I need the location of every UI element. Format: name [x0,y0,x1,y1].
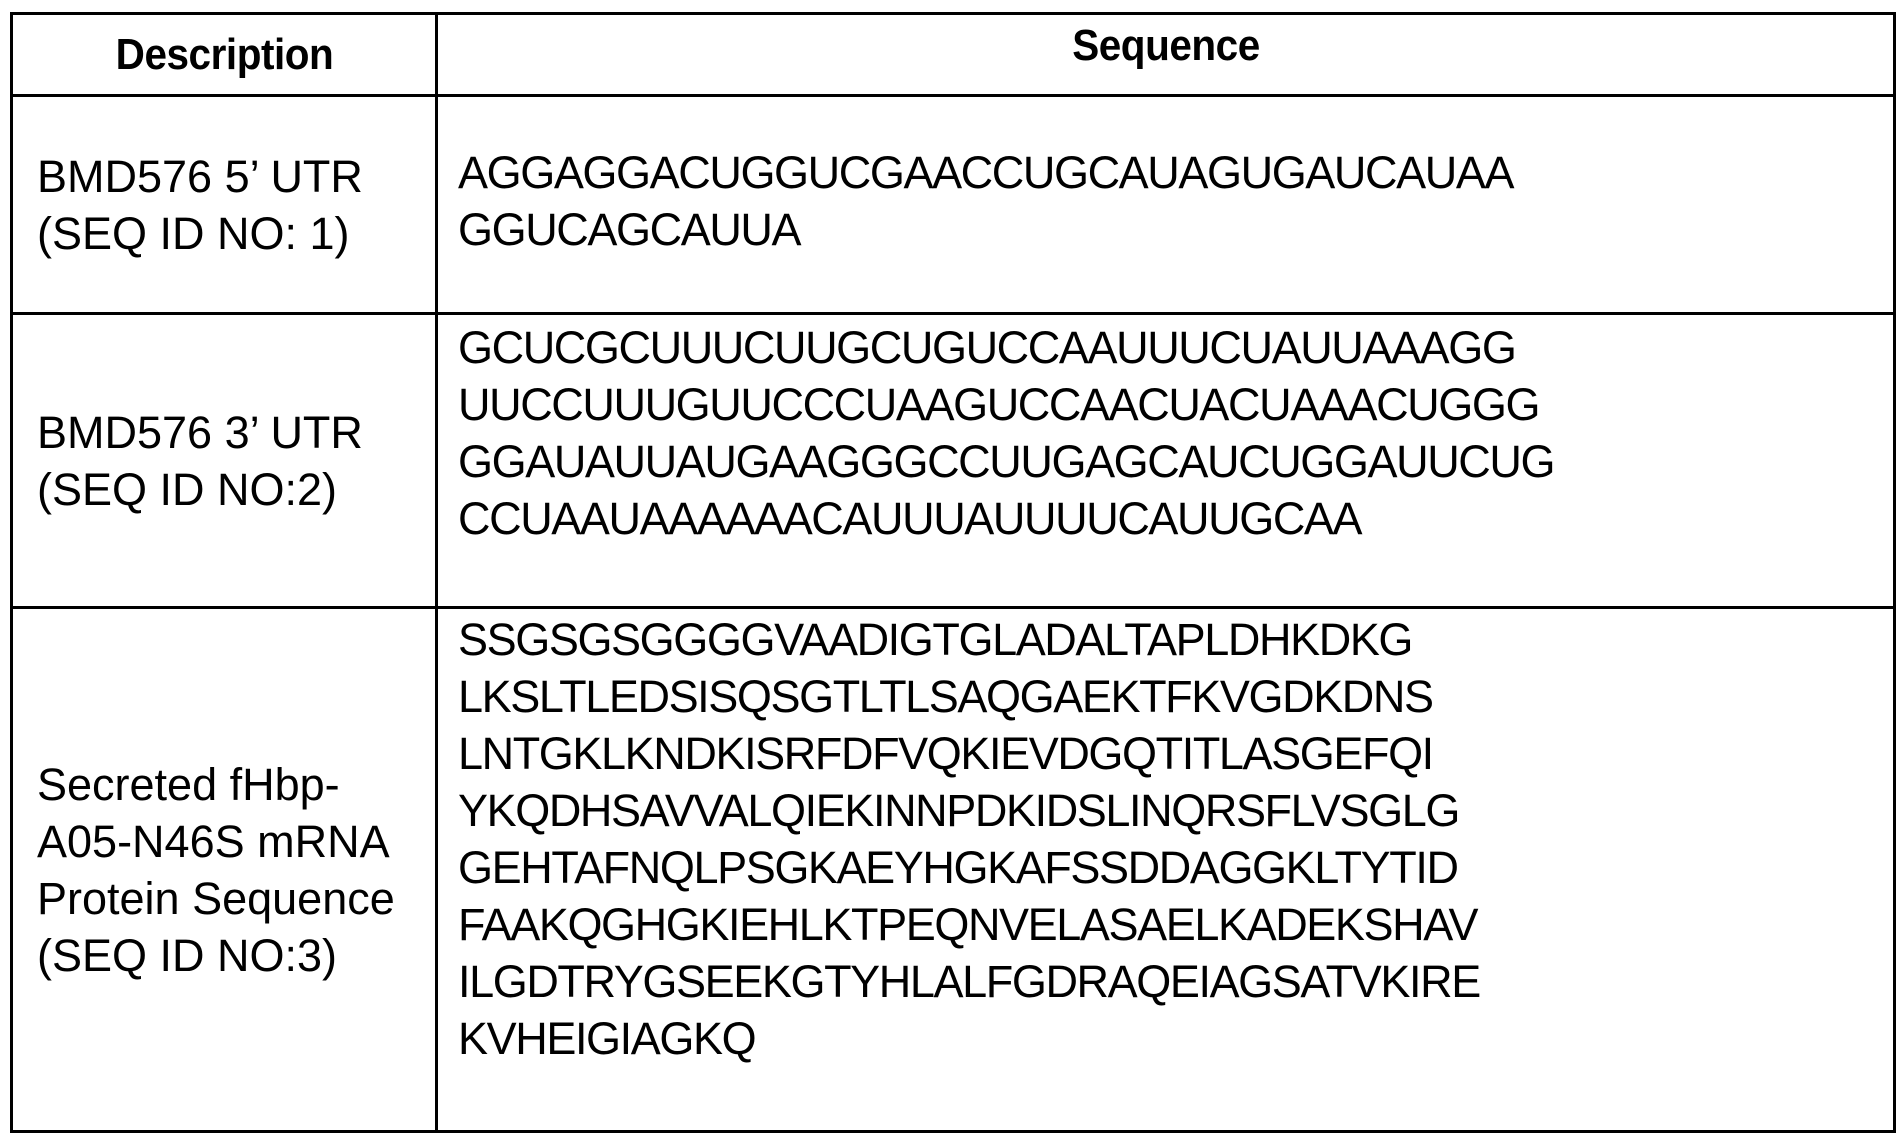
sequence-line: LKSLTLEDSISQSGTLTLSAQGAEKTFKVGDKDNS [458,671,1434,722]
sequence-line: SSGSGSGGGGVAADIGTGLADALTAPLDHKDKG [458,614,1413,665]
sequence-line: GCUCGCUUUCUUGCUGUCCAAUUUCUAUUAAAGG [458,322,1517,373]
sequence-line: FAAKQGHGKIEHLKTPEQNVELASAELKADEKSHAV [458,899,1479,950]
sequence-table: Description Sequence BMD576 5’ UTR (SEQ … [10,12,1896,1133]
description-line: A05-N46S mRNA [37,815,390,867]
table-header-row: Description Sequence [12,12,1895,97]
description-cell: BMD576 3’ UTR (SEQ ID NO:2) [10,312,438,609]
sequence-line: AGGAGGACUGGUCGAACCUGCAUAGUGAUCAUAA [458,146,1514,198]
description-line: Secreted fHbp- [37,758,340,810]
sequence-line: CCUAAUAAAAAACAUUUAUUUUCAUUGCAA [458,493,1363,544]
description-line: BMD576 3’ UTR [37,406,363,458]
table-row: BMD576 5’ UTR (SEQ ID NO: 1) AGGAGGACUGG… [10,94,1896,315]
sequence-line: KVHEIGIAGKQ [458,1013,757,1064]
header-sequence: Sequence [493,12,1838,97]
table-row: Secreted fHbp- A05-N46S mRNA Protein Seq… [10,606,1896,1133]
sequence-cell: AGGAGGACUGGUCGAACCUGCAUAGUGAUCAUAA GGUCA… [435,94,1896,315]
sequence-cell: SSGSGSGGGGVAADIGTGLADALTAPLDHKDKG LKSLTL… [435,606,1896,1133]
description-line: (SEQ ID NO: 1) [37,207,350,259]
sequence-line: GGUCAGCAUUA [458,203,802,255]
sequence-line: GEHTAFNQLPSGKAEYHGKAFSSDDAGGKLTYTID [458,842,1459,893]
sequence-line: LNTGKLKNDKISRFDFVQKIEVDGQTITLASGEFQI [458,728,1434,779]
description-line: (SEQ ID NO:2) [37,463,338,515]
table-row: BMD576 3’ UTR (SEQ ID NO:2) GCUCGCUUUCUU… [10,312,1896,609]
sequence-line: ILGDTRYGSEEKGTYHLALFGDRAQEIAGSATVKIRE [458,956,1481,1007]
sequence-line: YKQDHSAVVALQIEKINNPDKIDSLINQRSFLVSGLG [458,785,1460,836]
sequence-line: UUCCUUUGUUCCCUAAGUCCAACUACUAAACUGGG [458,379,1540,430]
header-description: Description [27,12,421,97]
description-cell: BMD576 5’ UTR (SEQ ID NO: 1) [10,94,438,315]
description-line: BMD576 5’ UTR [37,150,363,202]
description-line: (SEQ ID NO:3) [37,929,338,981]
sequence-cell: GCUCGCUUUCUUGCUGUCCAAUUUCUAUUAAAGG UUCCU… [435,312,1896,609]
description-line: Protein Sequence [37,872,395,924]
description-cell: Secreted fHbp- A05-N46S mRNA Protein Seq… [10,606,438,1133]
sequence-line: GGAUAUUAUGAAGGGCCUUGAGCAUCUGGAUUCUG [458,436,1556,487]
